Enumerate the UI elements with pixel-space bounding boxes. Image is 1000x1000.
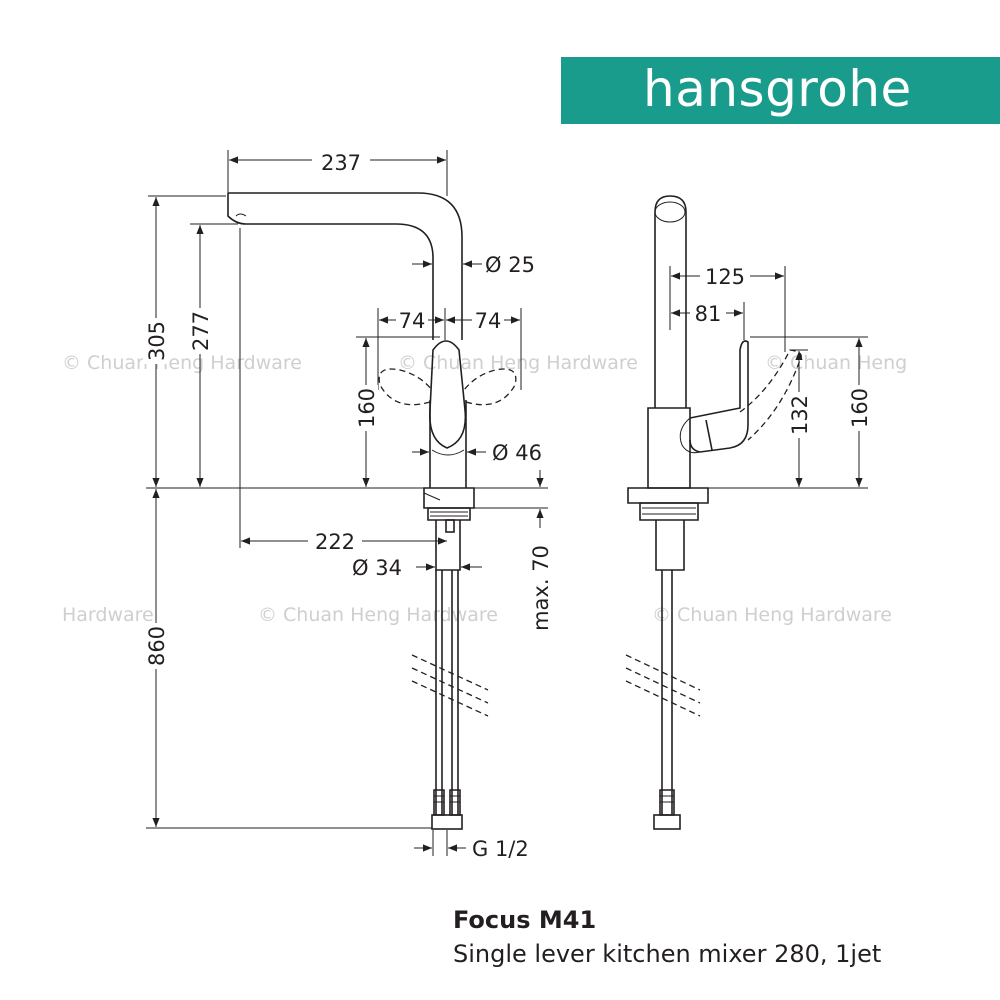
dim-74-left: 74 — [399, 309, 426, 333]
dim-125: 125 — [705, 265, 745, 289]
dim-d46: Ø 46 — [492, 441, 542, 465]
front-spout — [228, 192, 463, 340]
dim-305: 305 — [145, 321, 169, 361]
watermark-4: Hardware — [62, 604, 154, 626]
dim-222: 222 — [315, 530, 355, 554]
dim-d25: Ø 25 — [485, 253, 535, 277]
brand-logo-text: hansgrohe — [643, 60, 912, 118]
side-dimensions: 125 81 132 160 — [669, 264, 872, 489]
product-caption: Focus M41 Single lever kitchen mixer 280… — [453, 903, 993, 971]
lever-left-ghost — [378, 368, 433, 406]
side-hoses — [661, 570, 673, 815]
front-base — [423, 487, 475, 509]
brand-logo: hansgrohe — [561, 57, 1000, 124]
side-spout — [654, 195, 687, 408]
watermark-1: © Chuan Heng Hardware — [62, 352, 302, 374]
front-dimensions: 237 Ø 25 74 74 160 305 — [143, 146, 553, 861]
watermark-3: © Chuan Heng — [765, 352, 907, 374]
watermark-5: © Chuan Heng Hardware — [258, 604, 498, 626]
side-lever — [689, 340, 749, 453]
dim-d34: Ø 34 — [352, 556, 402, 580]
watermark-6: © Chuan Heng Hardware — [652, 604, 892, 626]
dim-max70: max. 70 — [529, 545, 553, 631]
side-view — [625, 195, 802, 830]
dim-160-front: 160 — [355, 388, 379, 428]
dim-81: 81 — [695, 302, 722, 326]
dim-160-side: 160 — [848, 388, 872, 428]
dim-860: 860 — [145, 626, 169, 666]
side-base — [627, 487, 709, 504]
dim-74-right: 74 — [475, 309, 502, 333]
front-view — [227, 192, 517, 830]
lever-right-ghost — [463, 368, 517, 406]
dim-g12: G 1/2 — [472, 837, 529, 861]
dim-277: 277 — [189, 311, 213, 351]
product-name: Focus M41 — [453, 906, 597, 934]
front-body — [429, 400, 467, 488]
front-hoses — [435, 570, 459, 815]
watermark-2: © Chuan Heng Hardware — [398, 352, 638, 374]
front-lever — [429, 340, 467, 449]
dim-237: 237 — [321, 151, 361, 175]
product-description: Single lever kitchen mixer 280, 1jet — [453, 940, 882, 968]
dim-132: 132 — [788, 395, 812, 435]
